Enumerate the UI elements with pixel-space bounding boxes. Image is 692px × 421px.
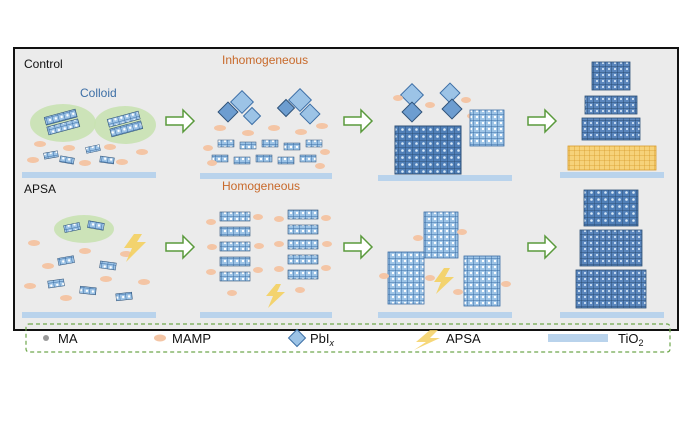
colloid-cluster	[54, 215, 114, 243]
colloid-label: Colloid	[80, 86, 117, 100]
tio2-bar-icon	[548, 334, 608, 342]
arrow-right-icon	[527, 108, 558, 134]
legend-label-ma: MA	[58, 331, 78, 346]
control-film-stage	[560, 61, 664, 178]
pbix-octahedron-icon	[287, 328, 307, 348]
arrow-right-icon	[165, 234, 196, 260]
apsa-lightning-icon	[266, 284, 285, 308]
apsa-lightning-icon	[124, 234, 146, 262]
stage-title-homogeneous: Homogeneous	[222, 179, 300, 193]
arrow-right-icon	[343, 234, 374, 260]
apsa-colloid-stage	[22, 215, 156, 318]
row-label-control: Control	[24, 57, 63, 71]
substrate-bar	[378, 175, 512, 181]
substrate-bar	[200, 173, 332, 179]
apsa-lightning-icon	[414, 330, 440, 350]
apsa-homogeneous-stage	[200, 209, 332, 318]
arrow-right-icon	[165, 108, 196, 134]
substrate-bar	[22, 312, 156, 318]
apsa-lightning-icon	[434, 268, 454, 294]
substrate-bar	[378, 312, 512, 318]
substrate-bar	[200, 312, 332, 318]
apsa-film-stage	[560, 189, 664, 318]
substrate-bar	[560, 172, 664, 178]
control-inhomogeneous-stage	[200, 87, 332, 179]
row-label-apsa: APSA	[24, 182, 56, 196]
ma-dot-icon	[43, 335, 49, 341]
apsa-growth-stage	[378, 211, 512, 318]
arrow-right-icon	[527, 234, 558, 260]
substrate-bar	[560, 312, 664, 318]
stage-title-inhomogeneous: Inhomogeneous	[222, 53, 308, 67]
pbix-cluster	[217, 89, 262, 126]
crystal-block	[394, 125, 462, 175]
mamp-ellipse-icon	[154, 334, 166, 342]
legend-label-tio2: TiO2	[618, 331, 643, 348]
arrow-right-icon	[343, 108, 374, 134]
control-growth-stage	[378, 82, 512, 181]
legend-label-pbix: PbIx	[310, 331, 335, 348]
control-colloid-stage: Colloid	[22, 86, 156, 178]
legend-label-apsa: APSA	[446, 331, 481, 346]
substrate-bar	[22, 172, 156, 178]
legend-box	[25, 323, 671, 353]
legend-label-mamp: MAMP	[172, 331, 211, 346]
main-panel	[13, 47, 679, 331]
legend: MA MAMP PbIx APSA TiO2	[25, 323, 671, 353]
